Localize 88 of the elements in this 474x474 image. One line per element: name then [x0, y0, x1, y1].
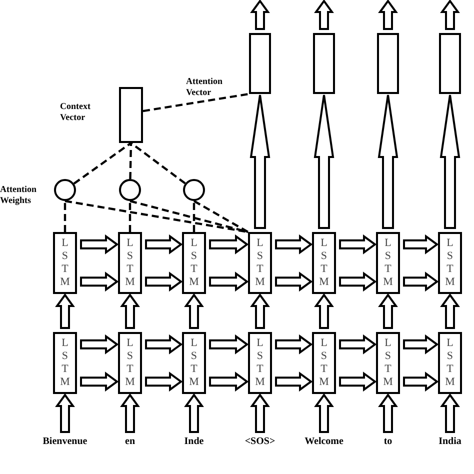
dashed-line [142, 92, 250, 112]
block-arrow [184, 293, 204, 329]
word-label: Bienvenue [33, 436, 97, 450]
block-arrow [339, 372, 377, 392]
lstm-cell: L S T M [376, 332, 400, 394]
dashed-line [192, 201, 196, 232]
block-arrow [339, 334, 377, 354]
block-arrow [440, 0, 460, 30]
dashed-line [130, 200, 248, 234]
lstm-cell: L S T M [248, 332, 272, 394]
block-arrow [378, 293, 398, 329]
block-arrow [275, 272, 313, 292]
block-arrow [275, 372, 313, 392]
block-arrow [314, 293, 334, 329]
lstm-cell: L S T M [53, 232, 77, 294]
word-label: to [356, 436, 420, 450]
block-arrow [275, 234, 313, 254]
block-arrow [314, 0, 334, 30]
attention-weight-circle [119, 179, 141, 201]
block-arrow [80, 272, 119, 292]
dashed-line [73, 142, 132, 185]
lstm-cell: L S T M [248, 232, 272, 294]
dashed-line [128, 201, 132, 232]
block-arrow [440, 393, 460, 433]
word-label: Inde [162, 436, 226, 450]
vector-label: Attention Vector [186, 76, 224, 98]
block-arrow [339, 272, 377, 292]
dashed-line [129, 142, 132, 180]
word-label: India [418, 436, 474, 450]
vector-box [249, 33, 271, 94]
block-arrow [403, 234, 439, 254]
block-arrow [209, 272, 249, 292]
dashed-line [193, 200, 249, 233]
attention-weight-circle [54, 179, 76, 201]
block-arrow [145, 272, 183, 292]
vector-box [313, 33, 335, 94]
block-arrow [250, 393, 270, 433]
block-arrow [314, 94, 334, 229]
dashed-line [64, 201, 66, 232]
vector-box [439, 33, 461, 94]
block-arrow [314, 393, 334, 433]
block-arrow [403, 334, 439, 354]
block-arrow [209, 234, 249, 254]
block-arrow [440, 293, 460, 329]
block-arrow [378, 393, 398, 433]
word-label: en [98, 436, 162, 450]
lstm-cell: L S T M [312, 332, 336, 394]
lstm-cell: L S T M [182, 232, 206, 294]
block-arrow [250, 94, 270, 229]
block-arrow [80, 334, 119, 354]
lstm-cell: L S T M [53, 332, 77, 394]
block-arrow [55, 393, 75, 433]
word-label: <SOS> [228, 436, 292, 450]
vector-box [119, 87, 143, 143]
word-label: Welcome [292, 436, 356, 450]
block-arrow [184, 393, 204, 433]
block-arrow [209, 372, 249, 392]
lstm-cell: L S T M [312, 232, 336, 294]
weights-label: Attention Weights [0, 184, 38, 206]
block-arrow [250, 293, 270, 329]
block-arrow [378, 94, 398, 229]
block-arrow [339, 234, 377, 254]
block-arrow [275, 334, 313, 354]
lstm-cell: L S T M [438, 332, 462, 394]
vector-label: Context Vector [60, 101, 92, 123]
lstm-cell: L S T M [118, 332, 142, 394]
block-arrow [378, 0, 398, 30]
block-arrow [145, 234, 183, 254]
block-arrow [145, 334, 183, 354]
block-arrow [120, 293, 140, 329]
block-arrow [403, 272, 439, 292]
lstm-cell: L S T M [438, 232, 462, 294]
lstm-cell: L S T M [118, 232, 142, 294]
vector-box [377, 33, 399, 94]
dashed-line [130, 142, 186, 184]
attention-weight-circle [183, 179, 205, 201]
block-arrow [80, 372, 119, 392]
dashed-line [64, 200, 248, 234]
block-arrow [145, 372, 183, 392]
block-arrow [120, 393, 140, 433]
lstm-cell: L S T M [182, 332, 206, 394]
block-arrow [55, 293, 75, 329]
lstm-cell: L S T M [376, 232, 400, 294]
block-arrow [209, 334, 249, 354]
block-arrow [440, 94, 460, 229]
block-arrow [250, 0, 270, 30]
block-arrow [80, 234, 119, 254]
block-arrow [403, 372, 439, 392]
